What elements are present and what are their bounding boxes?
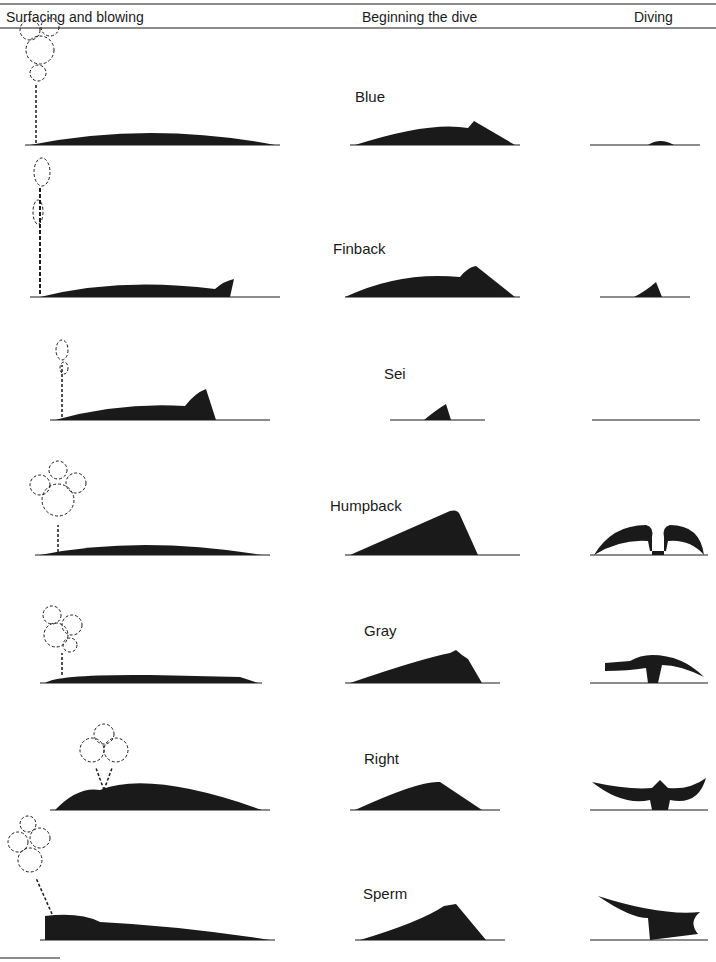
finback-whale bbox=[30, 158, 690, 297]
column-header: Surfacing and blowing bbox=[6, 8, 144, 26]
species-name: Blue bbox=[355, 88, 385, 106]
blue-whale bbox=[20, 18, 700, 145]
sei-whale bbox=[50, 340, 700, 420]
humpback-whale bbox=[30, 461, 708, 555]
sperm-whale bbox=[8, 816, 708, 940]
species-name: Gray bbox=[364, 622, 397, 640]
species-name: Sei bbox=[384, 365, 406, 383]
species-name: Finback bbox=[333, 240, 386, 258]
species-name: Right bbox=[364, 750, 399, 768]
species-name: Humpback bbox=[330, 497, 402, 515]
top-rule bbox=[0, 3, 716, 4]
species-name: Sperm bbox=[363, 885, 407, 903]
column-header: Beginning the dive bbox=[362, 8, 477, 26]
right-whale bbox=[50, 724, 708, 810]
header-rule bbox=[0, 27, 716, 28]
gray-whale bbox=[40, 606, 708, 683]
bottom-rule bbox=[0, 957, 60, 958]
column-header: Diving bbox=[634, 8, 673, 26]
